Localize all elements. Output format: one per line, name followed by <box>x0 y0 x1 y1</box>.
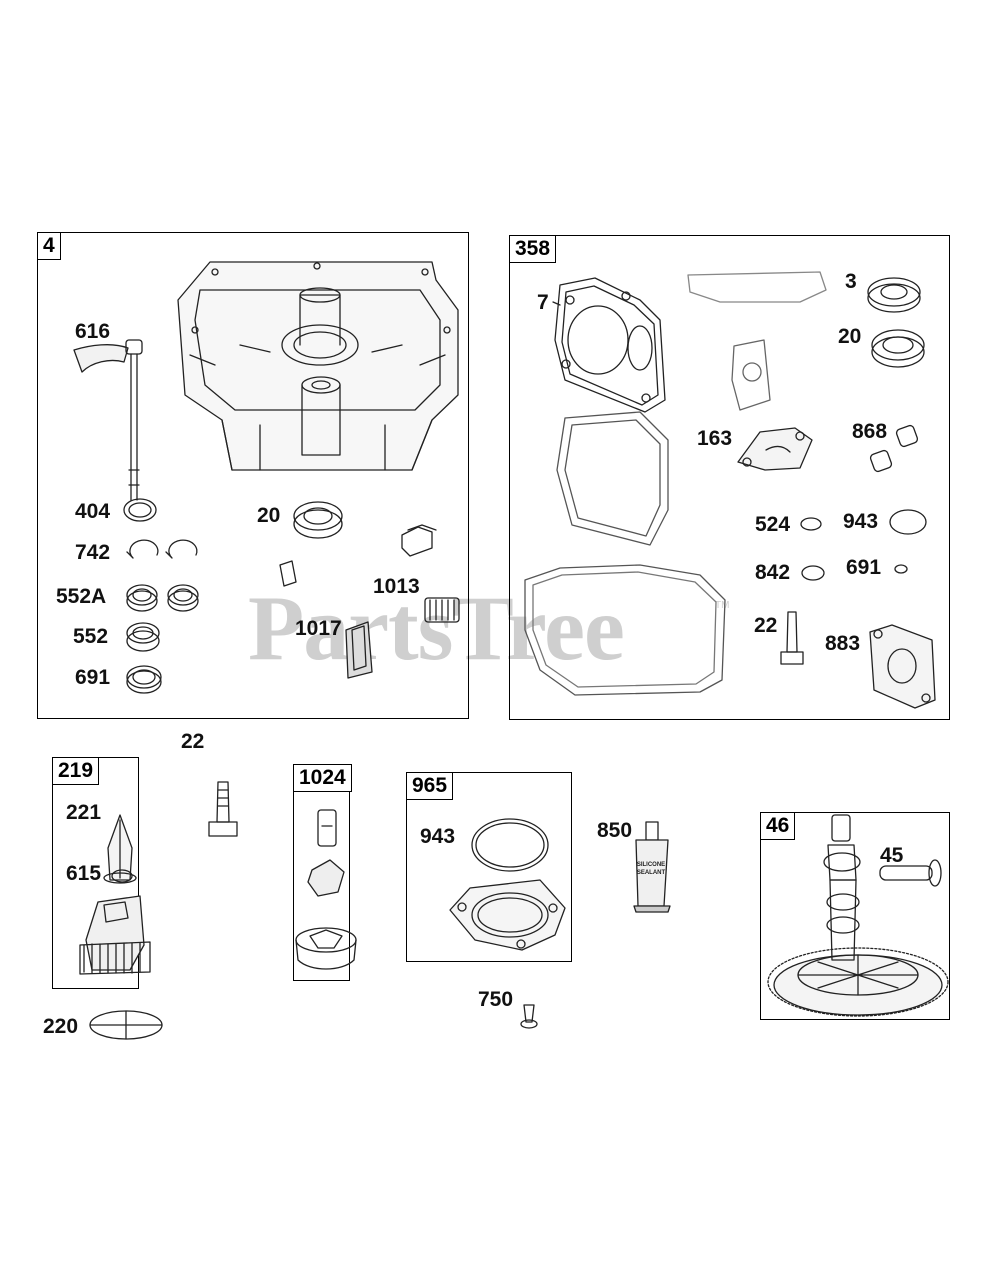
crankcase-drawing <box>178 262 458 470</box>
sealant-label-1: SILICONE <box>637 862 665 868</box>
label-221: 221 <box>66 801 102 824</box>
label-3: 3 <box>845 270 857 293</box>
label-1017: 1017 <box>295 617 342 640</box>
label-742: 742 <box>75 541 111 564</box>
label-868: 868 <box>852 420 888 443</box>
label-943-a: 943 <box>843 510 879 533</box>
label-404: 404 <box>75 500 111 523</box>
label-7: 7 <box>537 291 549 314</box>
label-615: 615 <box>66 862 102 885</box>
group-box-219: 219 <box>52 757 139 989</box>
label-883: 883 <box>825 632 861 655</box>
group-tag-1024: 1024 <box>293 764 352 792</box>
label-220: 220 <box>43 1015 79 1038</box>
label-22-b: 22 <box>181 730 205 753</box>
group-tag-358: 358 <box>509 235 557 263</box>
watermark: PartsTree <box>248 577 625 679</box>
watermark-tm: TM <box>715 600 730 611</box>
label-691-a: 691 <box>75 666 111 689</box>
gasket-set-358 <box>525 272 826 695</box>
group-box-358: 358 <box>509 235 950 720</box>
label-552a: 552A <box>56 585 107 608</box>
group-tag-219: 219 <box>52 757 100 785</box>
label-691-b: 691 <box>846 556 882 579</box>
group-tag-965: 965 <box>406 772 454 800</box>
group-tag-46: 46 <box>760 812 796 840</box>
label-850: 850 <box>597 819 633 842</box>
group-box-4: 4 <box>37 232 469 719</box>
label-552: 552 <box>73 625 109 648</box>
label-45: 45 <box>880 844 904 867</box>
camshaft-46 <box>768 815 948 1016</box>
label-20-b: 20 <box>838 325 862 348</box>
governor-shaft-616 <box>74 340 142 500</box>
label-842: 842 <box>755 561 791 584</box>
group-box-46: 46 <box>760 812 950 1020</box>
label-22-a: 22 <box>754 614 778 637</box>
label-943-b: 943 <box>420 825 456 848</box>
label-750: 750 <box>478 988 514 1011</box>
label-20-a: 20 <box>257 504 281 527</box>
label-616: 616 <box>75 320 111 343</box>
sealant-label-2: SEALANT <box>637 870 666 876</box>
group-box-1024: 1024 <box>293 764 352 981</box>
label-163: 163 <box>697 427 733 450</box>
label-1013: 1013 <box>373 575 420 598</box>
label-524: 524 <box>755 513 791 536</box>
group-tag-4: 4 <box>37 232 61 260</box>
group-box-965: 965 <box>406 772 572 962</box>
